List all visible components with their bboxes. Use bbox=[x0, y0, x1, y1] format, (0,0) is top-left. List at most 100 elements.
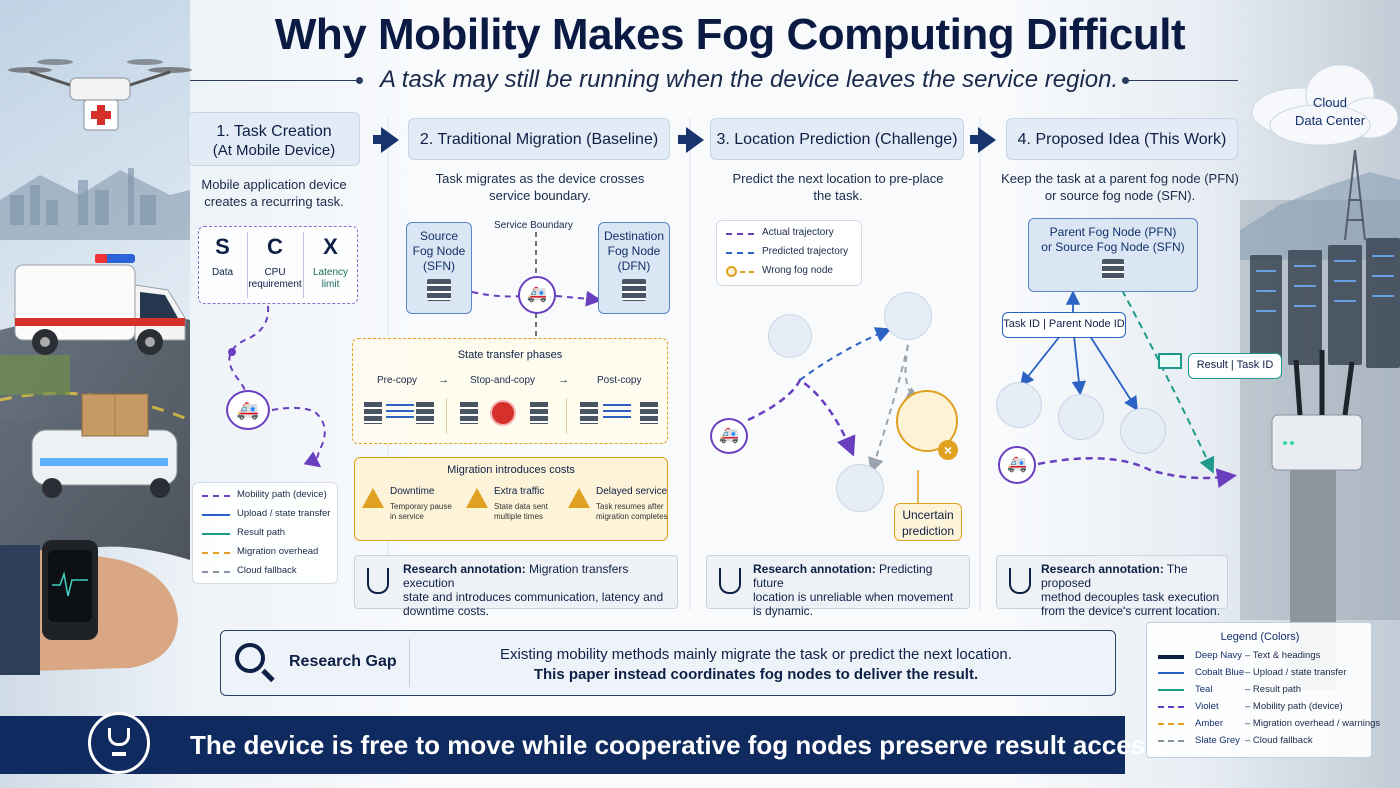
dest-node-line3: (DFN) bbox=[617, 259, 651, 273]
warning-icon bbox=[466, 488, 488, 508]
color-legend-meaning: – Migration overhead / warnings bbox=[1245, 718, 1381, 729]
panel4-desc-line2: or source fog node (SFN). bbox=[1044, 188, 1196, 203]
fog-node-icon bbox=[884, 292, 932, 340]
bottom-banner-text: The device is free to move while coopera… bbox=[190, 730, 1167, 760]
server-icon bbox=[622, 279, 646, 301]
tuple-item-s: S Data bbox=[198, 234, 247, 278]
cost-line2: in service bbox=[390, 512, 424, 521]
panel4-description: Keep the task at a parent fog node (PFN)… bbox=[994, 170, 1246, 204]
server-icon bbox=[580, 402, 598, 424]
tuple-item-c: C CPU requirement bbox=[247, 234, 303, 291]
fog-node-icon bbox=[768, 314, 812, 358]
cloud-label: Cloud Data Center bbox=[1280, 94, 1380, 130]
prediction-legend-label: Wrong fog node bbox=[762, 265, 833, 276]
color-legend-swatch bbox=[1158, 655, 1184, 659]
transfer-arrows-icon bbox=[603, 404, 631, 422]
server-icon bbox=[416, 402, 434, 424]
color-legend-name: Teal bbox=[1195, 684, 1213, 695]
ambulance-icon: 🚑 bbox=[226, 390, 270, 430]
fog-node-icon bbox=[1058, 394, 1104, 440]
color-legend-meaning: – Mobility path (device) bbox=[1245, 701, 1343, 712]
phase-arrow-1: → bbox=[438, 374, 449, 386]
research-gap-line1: Existing mobility methods mainly migrate… bbox=[500, 646, 1012, 663]
path-legend bbox=[192, 482, 338, 584]
phase-arrow-2: → bbox=[558, 374, 569, 386]
panel2-desc-line2: service boundary. bbox=[489, 188, 591, 203]
result-tag: Result | Task ID bbox=[1188, 353, 1282, 379]
prediction-legend-label: Actual trajectory bbox=[762, 227, 834, 238]
path-legend-swatch bbox=[202, 514, 230, 516]
magnifier-handle bbox=[261, 668, 275, 683]
delivery-robot-illustration bbox=[31, 393, 178, 498]
color-legend-swatch bbox=[1158, 689, 1184, 691]
page-title: Why Mobility Makes Fog Computing Difficu… bbox=[274, 10, 1186, 59]
annotation-line3: downtime costs. bbox=[403, 604, 490, 618]
ambulance-icon: 🚑 bbox=[998, 446, 1036, 484]
costs-title: Migration introduces costs bbox=[447, 464, 575, 476]
subtitle-rule-dot-right bbox=[1122, 77, 1129, 84]
trajectory-swatch bbox=[726, 252, 754, 254]
parent-fog-node: Parent Fog Node (PFN) or Source Fog Node… bbox=[1028, 218, 1198, 292]
mountains bbox=[0, 170, 190, 240]
color-legend-meaning: – Text & headings bbox=[1245, 650, 1321, 661]
cost-line1: Temporary pause bbox=[390, 502, 452, 511]
cost-title: Delayed service bbox=[596, 486, 668, 497]
color-legend-name: Violet bbox=[1195, 701, 1219, 712]
tuple-item-x: X Latency limit bbox=[303, 234, 358, 291]
phase-divider-2 bbox=[566, 398, 567, 434]
page-subtitle: A task may still be running when the dev… bbox=[380, 66, 1119, 93]
color-legend-name: Cobalt Blue bbox=[1195, 667, 1245, 678]
step-arrowhead-3 bbox=[978, 127, 996, 153]
phase-stopcopy: Stop-and-copy bbox=[470, 375, 536, 386]
source-node-line1: Source bbox=[419, 229, 459, 243]
tuple-label-c1: CPU bbox=[264, 267, 286, 278]
tuple-divider-2 bbox=[303, 232, 304, 298]
panel4-title-text: 4. Proposed Idea (This Work) bbox=[1017, 131, 1227, 148]
cost-line1: Task resumes after bbox=[596, 502, 664, 511]
tuple-label-x2: limit bbox=[321, 279, 340, 290]
flask-icon bbox=[719, 568, 741, 594]
pfn-line2: or Source Fog Node (SFN) bbox=[1041, 240, 1185, 254]
wrong-node-swatch bbox=[726, 266, 737, 277]
step-arrow-2 bbox=[678, 135, 688, 144]
research-gap-box: Research Gap Existing mobility methods m… bbox=[220, 630, 1116, 696]
source-node-line3: (SFN) bbox=[423, 259, 455, 273]
phase-precopy: Pre-copy bbox=[377, 375, 418, 386]
panel1-title-line1: 1. Task Creation bbox=[216, 123, 332, 140]
flask-icon bbox=[367, 568, 389, 594]
tuple-label-s: Data bbox=[211, 267, 234, 278]
prediction-legend-label: Predicted trajectory bbox=[762, 246, 849, 257]
tuple-symbol-x: X bbox=[323, 234, 338, 259]
color-legend-meaning: – Cloud fallback bbox=[1245, 735, 1313, 746]
dest-node-line2: Fog Node bbox=[607, 244, 661, 258]
device-mobility-path bbox=[1037, 457, 1237, 489]
server-lights bbox=[1256, 255, 1394, 312]
research-gap-label: Research Gap bbox=[289, 653, 397, 670]
pfn-line1: Parent Fog Node (PFN) bbox=[1049, 225, 1177, 239]
panel4-title: 4. Proposed Idea (This Work) bbox=[1006, 118, 1238, 160]
panel4-research-annotation: Research annotation: The proposed method… bbox=[996, 555, 1228, 618]
color-legend-meaning: – Upload / state transfer bbox=[1245, 667, 1347, 678]
color-legend-name: Deep Navy bbox=[1195, 650, 1242, 661]
uncertain-prediction-box: Uncertain prediction bbox=[894, 503, 962, 541]
fog-node-icon bbox=[1120, 408, 1166, 454]
color-legend-swatch bbox=[1158, 723, 1184, 725]
server-icon bbox=[364, 402, 382, 424]
stop-icon bbox=[490, 400, 516, 426]
server-icon bbox=[460, 402, 478, 424]
cost-line2: multiple times bbox=[494, 512, 543, 521]
cost-line1: State data sent bbox=[494, 502, 548, 511]
actual-trajectory bbox=[747, 378, 856, 457]
annotation-line3: from the device's current location. bbox=[1041, 604, 1221, 618]
panel3-description: Predict the next location to pre-place t… bbox=[706, 170, 970, 204]
smartwatch-illustration bbox=[0, 540, 178, 675]
panel2-title: 2. Traditional Migration (Baseline) bbox=[408, 118, 670, 160]
step-arrow-3 bbox=[970, 135, 980, 144]
annotation-line1: Predicting future bbox=[753, 562, 933, 590]
magnifier-icon bbox=[235, 643, 265, 673]
subtitle-rule-dot-left bbox=[356, 77, 363, 84]
server-icon bbox=[1102, 259, 1124, 279]
path-legend-swatch bbox=[202, 533, 230, 535]
path-legend-label: Upload / state transfer bbox=[237, 508, 331, 519]
color-legend-name: Slate Grey bbox=[1195, 735, 1240, 746]
